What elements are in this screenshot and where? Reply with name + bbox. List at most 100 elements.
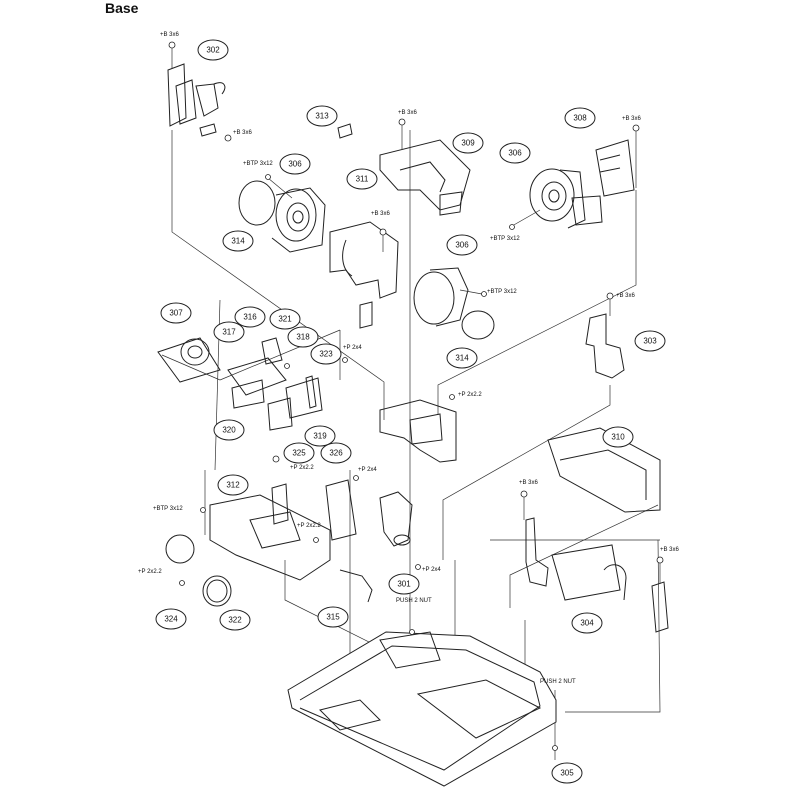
screw-label: +P 2x2.2	[290, 465, 314, 471]
part-309-313-frame	[337, 118, 471, 216]
part-311-duct	[329, 221, 399, 329]
callout-324: 324	[155, 608, 187, 630]
callout-bubble	[499, 142, 531, 164]
callout-314: 314	[446, 347, 478, 369]
page-title: Base	[105, 0, 139, 16]
screw-label: +P 2x4	[358, 467, 377, 473]
callout-number: 317	[222, 328, 236, 337]
callout-bubble	[222, 230, 254, 252]
screw-label: +P 2x2.2	[138, 569, 162, 575]
callout-bubble	[269, 308, 301, 330]
callout-bubble	[317, 606, 349, 628]
screw-label: +B 3x6	[622, 116, 642, 122]
callout-number: 303	[643, 337, 657, 346]
callout-302: 302	[197, 39, 229, 61]
callout-309: 309	[452, 132, 484, 154]
callout-301: 301	[388, 573, 420, 595]
callout-bubble	[279, 153, 311, 175]
callout-310: 310	[602, 426, 634, 448]
callout-number: 321	[278, 315, 292, 324]
callout-number: 312	[226, 481, 240, 490]
callout-bubble	[217, 474, 249, 496]
screw-label: +BTP 3x12	[490, 236, 520, 242]
callout-306: 306	[279, 153, 311, 175]
callout-number: 314	[455, 354, 469, 363]
callout-number: 306	[455, 241, 469, 250]
callout-311: 311	[346, 168, 378, 190]
callout-number: 301	[397, 580, 411, 589]
callout-305: 305	[551, 762, 583, 784]
part-304-board	[520, 490, 669, 633]
callout-326: 326	[320, 442, 352, 464]
screw-label: PUSH 2 NUT	[540, 679, 576, 685]
callout-number: 302	[206, 46, 220, 55]
callout-number: 309	[461, 139, 475, 148]
callout-number: 325	[292, 449, 306, 458]
screw-label-group: +B 3x6 +B 3x6 +B 3x6 +B 3x6 +BTP 3x12 +B 3x6 +…	[138, 32, 680, 685]
part-308-306-fan-right	[509, 124, 640, 230]
part-board-left	[165, 494, 373, 607]
callout-315: 315	[317, 606, 349, 628]
callout-number: 307	[169, 309, 183, 318]
callout-number: 318	[296, 333, 310, 342]
callout-304: 304	[571, 612, 603, 634]
part-307-gear	[157, 337, 221, 383]
screw-label: +B 3x6	[616, 293, 636, 299]
callout-321: 321	[269, 308, 301, 330]
callout-bubble	[602, 426, 634, 448]
callout-306: 306	[499, 142, 531, 164]
callout-323: 323	[310, 343, 342, 365]
callout-bubble	[234, 306, 266, 328]
callout-number: 311	[356, 175, 369, 184]
screw-label: +BTP 3x12	[153, 506, 183, 512]
callout-bubble	[634, 330, 666, 352]
part-312-326-group	[271, 455, 359, 541]
callout-number: 326	[329, 449, 343, 458]
callout-bubble	[213, 321, 245, 343]
screw-label: +B 3x6	[371, 211, 391, 217]
callout-bubble	[571, 612, 603, 634]
callout-bubble	[452, 132, 484, 154]
callout-number: 310	[611, 433, 625, 442]
screw-label: +BTP 3x12	[243, 161, 273, 167]
screw-label: +P 2x2.2	[458, 392, 482, 398]
part-310-cover	[547, 427, 661, 513]
callout-bubble	[155, 608, 187, 630]
callout-316: 316	[234, 306, 266, 328]
callout-number: 324	[164, 615, 178, 624]
callout-312: 312	[217, 474, 249, 496]
callout-number: 306	[288, 160, 302, 169]
callout-bubble	[551, 762, 583, 784]
callout-317: 317	[213, 321, 245, 343]
callout-number: 304	[580, 619, 594, 628]
callout-bubble	[287, 326, 319, 348]
screw-label: +P 2x4	[422, 567, 441, 573]
callout-320: 320	[213, 419, 245, 441]
screw-label: +B 3x6	[160, 32, 180, 38]
part-306-fan-lower	[413, 267, 495, 340]
callout-number: 308	[573, 114, 587, 123]
callout-322: 322	[219, 609, 251, 631]
part-306-fan-left	[238, 174, 326, 253]
callout-number: 313	[315, 112, 329, 121]
callout-bubble	[306, 105, 338, 127]
callout-bubble	[346, 168, 378, 190]
callout-number: 316	[243, 313, 257, 322]
screw-label: +P 2x2.2	[297, 523, 321, 529]
callout-bubble	[310, 343, 342, 365]
callout-bubble	[564, 107, 596, 129]
callout-318: 318	[287, 326, 319, 348]
callout-303: 303	[634, 330, 666, 352]
callout-306: 306	[446, 234, 478, 256]
callout-bubble	[446, 234, 478, 256]
callout-bubble	[446, 347, 478, 369]
part-316-323-bracket-group	[227, 337, 348, 431]
callout-325: 325	[283, 442, 315, 464]
callout-308: 308	[564, 107, 596, 129]
callout-bubble	[283, 442, 315, 464]
screw-label: +B 3x6	[519, 480, 539, 486]
callout-number: 305	[560, 769, 574, 778]
part-302-bracket	[167, 41, 232, 142]
callout-number: 322	[228, 616, 242, 625]
